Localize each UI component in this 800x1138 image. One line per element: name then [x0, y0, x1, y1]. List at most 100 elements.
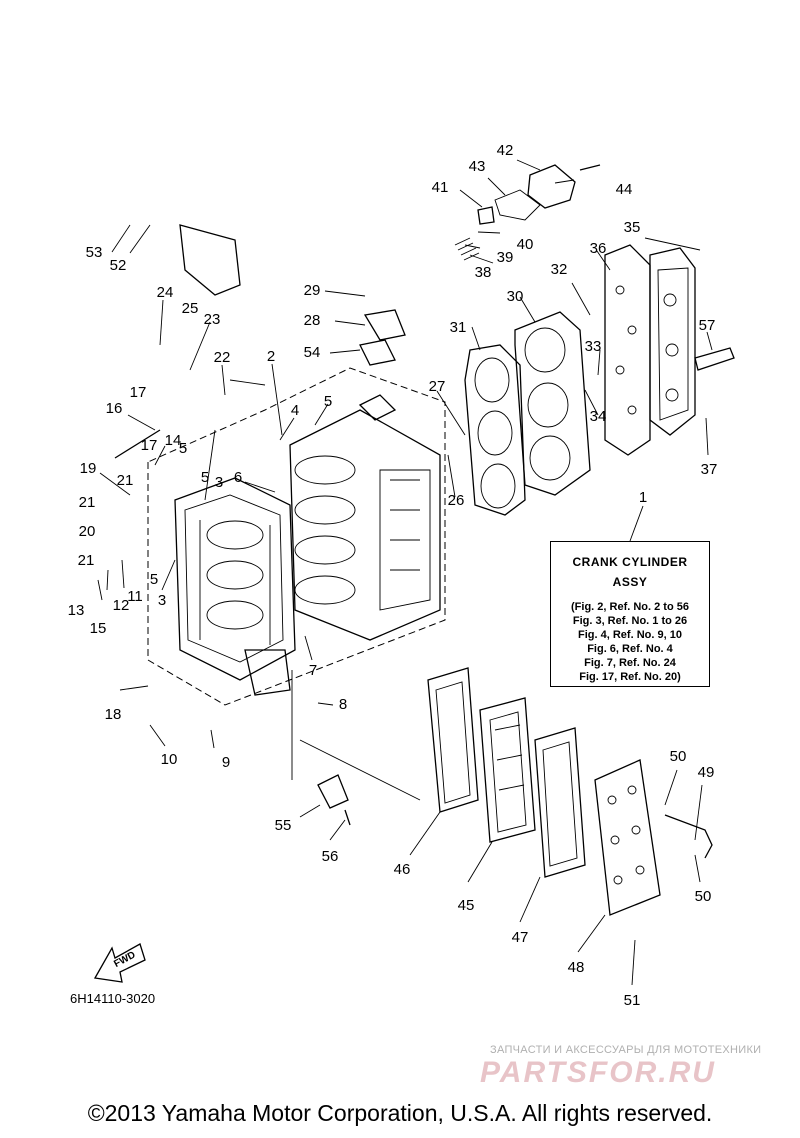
callout-38: 38 [475, 264, 492, 281]
callout-29: 29 [304, 282, 321, 299]
head-gasket [464, 344, 526, 516]
head-cover [649, 247, 696, 436]
callout-10: 10 [161, 751, 178, 768]
callout-46: 46 [394, 861, 411, 878]
brand-subtitle: ЗАПЧАСТИ И АКСЕССУАРЫ ДЛЯ МОТОТЕХНИКИ [490, 1044, 762, 1056]
callout-42: 42 [497, 142, 514, 159]
callout-33: 33 [585, 338, 602, 355]
bolt-44-icon [579, 164, 601, 171]
callout-39: 39 [497, 249, 514, 266]
callout-3: 3 [158, 592, 166, 609]
callout-5: 5 [201, 469, 209, 486]
callout-2: 2 [267, 348, 275, 365]
thermostat-icon [477, 206, 495, 225]
callout-37: 37 [701, 461, 718, 478]
callout-3: 3 [215, 474, 223, 491]
callout-41: 41 [432, 179, 449, 196]
callout-20: 20 [79, 523, 96, 540]
callout-32: 32 [551, 261, 568, 278]
callout-1: 1 [639, 489, 647, 506]
callout-45: 45 [458, 897, 475, 914]
assembly-note-box: CRANK CYLINDER ASSY (Fig. 2, Ref. No. 2 … [550, 541, 710, 687]
callout-21: 21 [79, 494, 96, 511]
crankcase-right-half [289, 394, 441, 641]
callout-16: 16 [106, 400, 123, 417]
callout-21: 21 [78, 552, 95, 569]
note-line: Fig. 3, Ref. No. 1 to 26 [572, 615, 688, 627]
callout-5: 5 [179, 440, 187, 457]
note-line: (Fig. 2, Ref. No. 2 to 56 [571, 601, 689, 613]
head-cover-gasket [604, 244, 651, 456]
exhaust-cover-48 [594, 759, 661, 916]
exhaust-gasket-47 [534, 727, 586, 878]
callout-49: 49 [698, 764, 715, 781]
diagram-code: 6H14110-3020 [70, 991, 156, 1006]
callout-35: 35 [624, 219, 641, 236]
callout-30: 30 [507, 288, 524, 305]
copyright-notice: ©2013 Yamaha Motor Corporation, U.S.A. A… [87, 1100, 713, 1126]
exhaust-gasket-46 [427, 667, 479, 813]
callout-57: 57 [699, 317, 716, 334]
callout-labels: 1 2 3 3 4 5 5 5 5 6 7 8 9 10 11 12 13 14… [68, 142, 718, 1009]
forward-arrow-label: FWD [112, 950, 137, 970]
assembly-outline [147, 367, 446, 706]
callout-31: 31 [450, 319, 467, 336]
callout-44: 44 [616, 181, 633, 198]
callout-25: 25 [182, 300, 199, 317]
spark-plug-icon [694, 347, 735, 371]
callout-19: 19 [80, 460, 97, 477]
leader-lines [97, 159, 713, 986]
callout-54: 54 [304, 344, 321, 361]
callout-50: 50 [695, 888, 712, 905]
callout-9: 9 [222, 754, 230, 771]
callout-48: 48 [568, 959, 585, 976]
forward-arrow-icon: FWD [93, 943, 146, 983]
hose-16 [114, 429, 161, 459]
callout-5: 5 [324, 393, 332, 410]
callout-28: 28 [304, 312, 321, 329]
callout-36: 36 [590, 240, 607, 257]
brand-watermark: PARTSFOR.RU [480, 1056, 716, 1089]
callout-27: 27 [429, 378, 446, 395]
callout-12: 12 [113, 597, 130, 614]
clamp-28 [363, 309, 406, 341]
crankcase-left-half [174, 477, 296, 696]
callout-23: 23 [204, 311, 221, 328]
callout-4: 4 [291, 402, 299, 419]
callout-5: 5 [150, 571, 158, 588]
callout-14: 14 [165, 432, 182, 449]
callout-24: 24 [157, 284, 174, 301]
thermostat-gasket [494, 189, 541, 221]
callout-47: 47 [512, 929, 529, 946]
spring-icon [454, 237, 480, 261]
callout-11: 11 [127, 588, 143, 605]
callout-18: 18 [105, 706, 122, 723]
note-title-line1: CRANK CYLINDER [572, 555, 688, 569]
callout-34: 34 [590, 408, 607, 425]
callout-51: 51 [624, 992, 641, 1009]
note-line: Fig. 7, Ref. No. 24 [584, 657, 676, 669]
note-line: Fig. 17, Ref. No. 20) [579, 671, 681, 683]
cylinder-head [514, 311, 591, 496]
bolt-56-icon [344, 809, 351, 826]
bracket-52 [179, 224, 241, 296]
callout-53: 53 [86, 244, 103, 261]
hose-49 [664, 814, 713, 859]
bracket-55 [317, 774, 349, 809]
note-reference-list: (Fig. 2, Ref. No. 2 to 56 Fig. 3, Ref. N… [551, 600, 709, 684]
callout-15: 15 [90, 620, 107, 637]
callout-17: 17 [141, 437, 158, 454]
callout-26: 26 [448, 492, 465, 509]
note-title-line2: ASSY [612, 575, 648, 589]
note-line: Fig. 6, Ref. No. 4 [587, 643, 673, 655]
callout-22: 22 [214, 349, 231, 366]
note-line: Fig. 4, Ref. No. 9, 10 [578, 629, 682, 641]
callout-43: 43 [469, 158, 486, 175]
holder-54 [359, 339, 396, 366]
callout-7: 7 [309, 662, 317, 679]
callout-8: 8 [339, 696, 347, 713]
callout-13: 13 [68, 602, 85, 619]
callout-56: 56 [322, 848, 339, 865]
callout-40: 40 [517, 236, 534, 253]
